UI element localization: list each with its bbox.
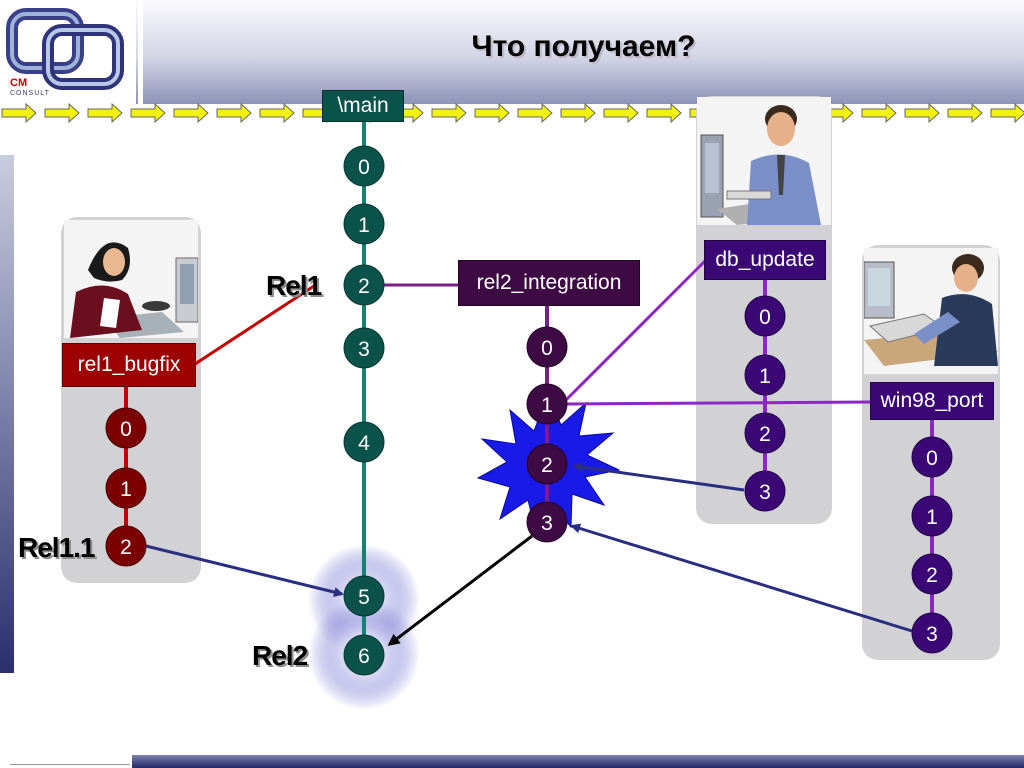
win98-node-2 (911, 553, 953, 595)
db-update-node-2 (744, 412, 786, 454)
label-rel1: Rel1 (266, 270, 322, 301)
rel2-node-0 (526, 326, 568, 368)
branch-line-win98-port (565, 400, 871, 406)
rel1-node-0-label: 0 (120, 418, 132, 441)
rel2-node-2-label: 2 (541, 454, 553, 477)
main-node-3-label: 3 (358, 338, 370, 361)
db-update-node-0 (744, 295, 786, 337)
main-node-5-label: 5 (358, 586, 370, 609)
rel1-node-1 (105, 467, 147, 509)
stream-box-win98-port: win98_port (870, 382, 994, 420)
db-update-node-3-label: 3 (759, 481, 771, 504)
merge-arrow-rel1-to-main (145, 544, 344, 597)
win98-node-3 (911, 612, 953, 654)
bottom-accent-bar (132, 755, 1024, 768)
rel1-node-2-label: 2 (120, 536, 132, 559)
man-typing-at-computer-icon (864, 248, 998, 374)
main-node-3 (343, 327, 385, 369)
rel1-version-nodes: 0 1 2 (105, 407, 147, 567)
rel2-node-2 (526, 443, 568, 485)
db-update-node-2-label: 2 (759, 423, 771, 446)
left-accent-strip (0, 155, 14, 673)
db-update-node-1 (744, 354, 786, 396)
rel2-version-nodes: 0 1 2 3 (526, 326, 568, 543)
stream-box-main: \main (322, 90, 404, 122)
main-node-0-label: 0 (358, 156, 370, 179)
rel2-node-1 (526, 383, 568, 425)
main-node-4 (343, 421, 385, 463)
rel1-node-2 (105, 525, 147, 567)
db-update-node-3 (744, 470, 786, 512)
main-node-6 (343, 634, 385, 676)
logo-consult: CONSULT (10, 90, 50, 97)
merge-arrow-rel2-to-main (387, 534, 533, 646)
arrow-ribbon (0, 100, 1024, 126)
win98-node-3-label: 3 (926, 623, 938, 646)
main-node-6-label: 6 (358, 645, 370, 668)
slide-header (0, 0, 1024, 104)
rel2-node-0-label: 0 (541, 337, 553, 360)
cm-consult-logo: CM CONSULT (6, 8, 124, 97)
main-node-2 (343, 264, 385, 306)
main-node-4-label: 4 (358, 432, 370, 455)
logo-cm: CM (10, 77, 27, 89)
merge-arrow-win98-to-rel2 (570, 523, 913, 633)
win98-node-1-label: 1 (926, 506, 938, 529)
bottom-rule (10, 764, 130, 765)
main-node-2-label: 2 (358, 275, 370, 298)
rel1-node-1-label: 1 (120, 478, 132, 501)
stream-box-rel2-integration: rel2_integration (458, 260, 640, 306)
rel2-node-1-label: 1 (541, 394, 553, 417)
branch-line-db-update (564, 258, 708, 402)
db-update-version-nodes: 0 1 2 3 (744, 295, 786, 512)
db-update-node-1-label: 1 (759, 365, 771, 388)
page-title: Что получаем? (471, 30, 696, 63)
logo-area: CM CONSULT (0, 0, 136, 104)
label-rel2: Rel2 (252, 640, 308, 671)
db-update-node-0-label: 0 (759, 306, 771, 329)
main-version-nodes: 0 1 2 3 4 5 6 (343, 145, 385, 676)
main-node-0 (343, 145, 385, 187)
stream-box-db-update: db_update (704, 240, 826, 280)
man-on-phone-at-computer-icon (697, 97, 831, 225)
main-node-1 (343, 203, 385, 245)
rel2-node-3-label: 3 (541, 512, 553, 535)
branch-line-rel1 (194, 284, 315, 366)
rel2-node-3 (526, 501, 568, 543)
woman-at-computer-icon (64, 220, 198, 338)
win98-node-2-label: 2 (926, 564, 938, 587)
main-node-1-label: 1 (358, 214, 370, 237)
stream-box-rel1-bugfix: rel1_bugfix (62, 343, 196, 387)
win98-node-0 (911, 436, 953, 478)
win98-node-0-label: 0 (926, 447, 938, 470)
header-divider (138, 0, 143, 104)
main-node-5 (343, 575, 385, 617)
rel1-node-0 (105, 407, 147, 449)
label-rel1-1: Rel1.1 (18, 532, 95, 563)
merge-arrow-db-update-to-rel2 (572, 462, 745, 492)
win98-version-nodes: 0 1 2 3 (911, 436, 953, 654)
win98-node-1 (911, 495, 953, 537)
